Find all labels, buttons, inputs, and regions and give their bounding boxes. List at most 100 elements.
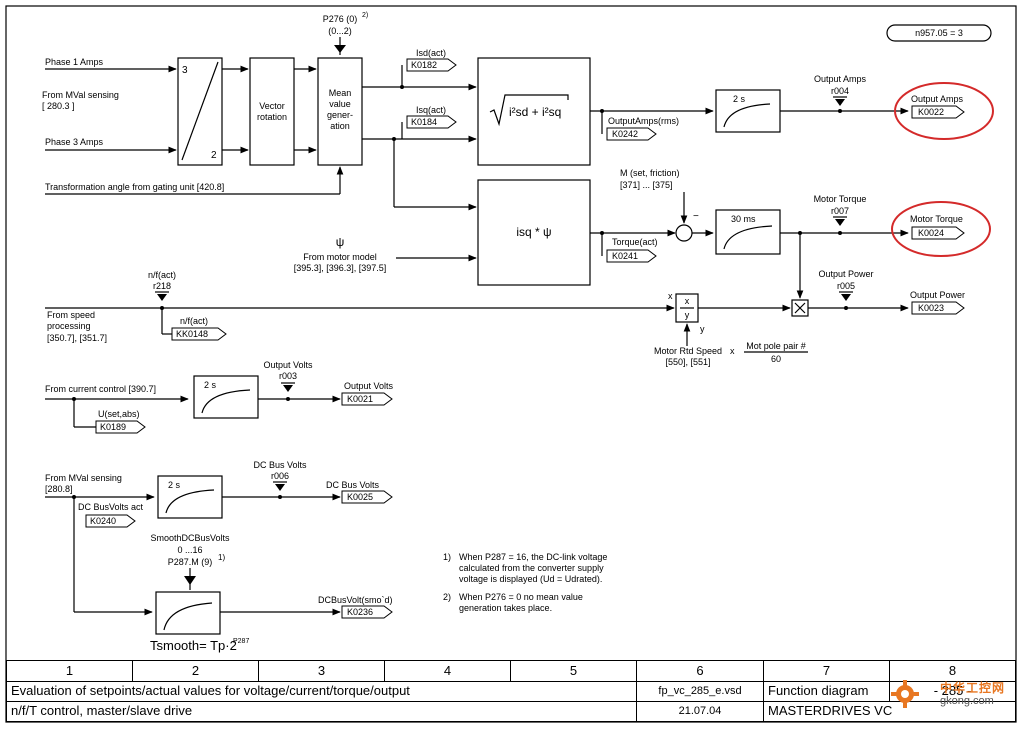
smooth-label: SmoothDCBusVolts [150, 533, 230, 543]
note1-num: 1) [443, 552, 451, 562]
note1-line1: When P287 = 16, the DC-link voltage [459, 552, 607, 562]
output-power-out-connector: K0023 [918, 303, 944, 313]
column-number-row: 1 2 3 4 5 6 7 8 [7, 661, 1015, 682]
speed-source-line2: processing [47, 321, 91, 331]
mval-sensing-label: From MVal sensing [42, 90, 119, 100]
nf-act-param: r218 [153, 281, 171, 291]
filter-30ms [715, 209, 781, 255]
gear-logo-icon [891, 680, 919, 708]
date: 21.07.04 [637, 701, 764, 722]
smooth-formula: Tsmooth= Tp·2 [150, 638, 237, 653]
dc-busvolts-act-connector-box [85, 514, 136, 528]
output-amps-rms-connector-box [606, 127, 657, 141]
output-amps-rms-label: OutputAmps(rms) [608, 116, 679, 126]
isq-psi-block [477, 179, 591, 286]
torque-act-connector: K0241 [612, 251, 638, 261]
torque-act-label: Torque(act) [612, 237, 658, 247]
mean-range: (0...2) [328, 26, 352, 36]
highlight-output-amps [894, 82, 994, 140]
mean-line1: Mean [329, 88, 352, 98]
divider-x-left: x [668, 291, 673, 301]
mean-line4: ation [330, 121, 350, 131]
output-volts-out-connector-box [341, 392, 393, 406]
filter-2s-dc-label: 2 s [168, 480, 181, 490]
output-volts-out-label: Output Volts [344, 381, 394, 391]
vector-rotation-line2: rotation [257, 112, 287, 122]
nf-act-label: n/f(act) [148, 270, 176, 280]
isd-connector-box [406, 58, 457, 72]
output-amps-param: r004 [831, 86, 849, 96]
page-number: - 285 - [933, 683, 972, 698]
torque-summing-junction [675, 224, 693, 242]
diagram-subtitle: n/f/T control, master/slave drive [7, 701, 637, 722]
diagram-title: Evaluation of setpoints/actual values fo… [7, 681, 637, 701]
filter-2s-volts-label: 2 s [204, 380, 217, 390]
mval-sensing2-ref: [280.8] [45, 484, 73, 494]
motor-torque-out-connector: K0024 [918, 228, 944, 238]
phase1-label: Phase 1 Amps [45, 57, 104, 67]
vector-rotation-block [249, 57, 295, 166]
column-3: 3 [259, 661, 385, 681]
motor-torque-param-label: Motor Torque [814, 194, 867, 204]
u-set-abs-connector-box [95, 420, 146, 434]
psi-symbol: ψ [336, 235, 345, 249]
mval-sensing2-label: From MVal sensing [45, 473, 122, 483]
transform-angle-label: Transformation angle from gating unit [4… [45, 182, 224, 192]
u-set-abs-connector: K0189 [100, 422, 126, 432]
dc-bus-param: r006 [271, 471, 289, 481]
current-control-label: From current control [390.7] [45, 384, 156, 394]
mean-line3: gener- [327, 110, 353, 120]
output-amps-param-label: Output Amps [814, 74, 867, 84]
isq-label: Isq(act) [416, 105, 446, 115]
mean-param-sup: 2) [362, 12, 368, 19]
filter-2s-top [715, 89, 781, 133]
smooth-param: P287.M (9) [168, 557, 213, 567]
mean-param: P276 (0) [323, 14, 358, 24]
motor-rtd-times: x [730, 346, 735, 356]
smooth-filter-block [155, 591, 221, 635]
nf-act-connector: KK0148 [176, 329, 208, 339]
badge-text: n957.05 = 3 [915, 28, 963, 38]
isq-connector-box [406, 115, 457, 129]
note2-line1: When P276 = 0 no mean value [459, 592, 583, 602]
m-friction-label: M (set, friction) [620, 168, 680, 178]
output-power-param-label: Output Power [818, 269, 873, 279]
watermark: 中华工控网 gkong.com [888, 677, 1014, 715]
badge-frame [886, 24, 992, 42]
speed-source-line1: From speed [47, 310, 95, 320]
dc-bus-out-label: DC Bus Volts [326, 480, 380, 490]
motor-torque-param: r007 [831, 206, 849, 216]
motor-rtd-label: Motor Rtd Speed [654, 346, 722, 356]
output-volts-param-label: Output Volts [263, 360, 313, 370]
smooth-formula-sup: P287 [233, 638, 249, 645]
nf-act-conn-label: n/f(act) [180, 316, 208, 326]
dc-bus-param-label: DC Bus Volts [253, 460, 307, 470]
m-friction-refs: [371] ... [375] [620, 180, 673, 190]
filter-30ms-label: 30 ms [731, 214, 756, 224]
function-diagram-label: Function diagram [764, 681, 890, 701]
watermark-cn: 中华工控网 [940, 681, 1006, 695]
sqrt-expression: i²sd + i²sq [509, 105, 561, 119]
filter-2s-volts [193, 375, 259, 419]
output-amps-out-label: Output Amps [911, 94, 964, 104]
mean-line2: value [329, 99, 351, 109]
column-2: 2 [133, 661, 259, 681]
speed-source-line3: [350.7], [351.7] [47, 333, 107, 343]
minus-sign: − [693, 211, 699, 222]
output-amps-rms-connector: K0242 [612, 129, 638, 139]
output-power-out-label: Output Power [910, 290, 965, 300]
divider-num: x [685, 296, 690, 306]
note2-num: 2) [443, 592, 451, 602]
filter-2s-dc [157, 475, 223, 519]
motor-torque-out-label: Motor Torque [910, 214, 963, 224]
watermark-url: gkong.com [940, 695, 994, 707]
output-power-out-connector-box [911, 301, 965, 315]
column-7: 7 [764, 661, 890, 681]
u-set-abs-label: U(set,abs) [98, 409, 140, 419]
dc-busvolts-act-label: DC BusVolts act [78, 502, 144, 512]
note1-line3: voltage is displayed (Ud = Udrated). [459, 574, 602, 584]
mean-value-block [317, 57, 363, 166]
psi-source: From motor model [303, 252, 377, 262]
dcbusvolt-smo-label: DCBusVolt(smo`d) [318, 595, 393, 605]
motor-rtd-refs: [550], [551] [665, 357, 710, 367]
